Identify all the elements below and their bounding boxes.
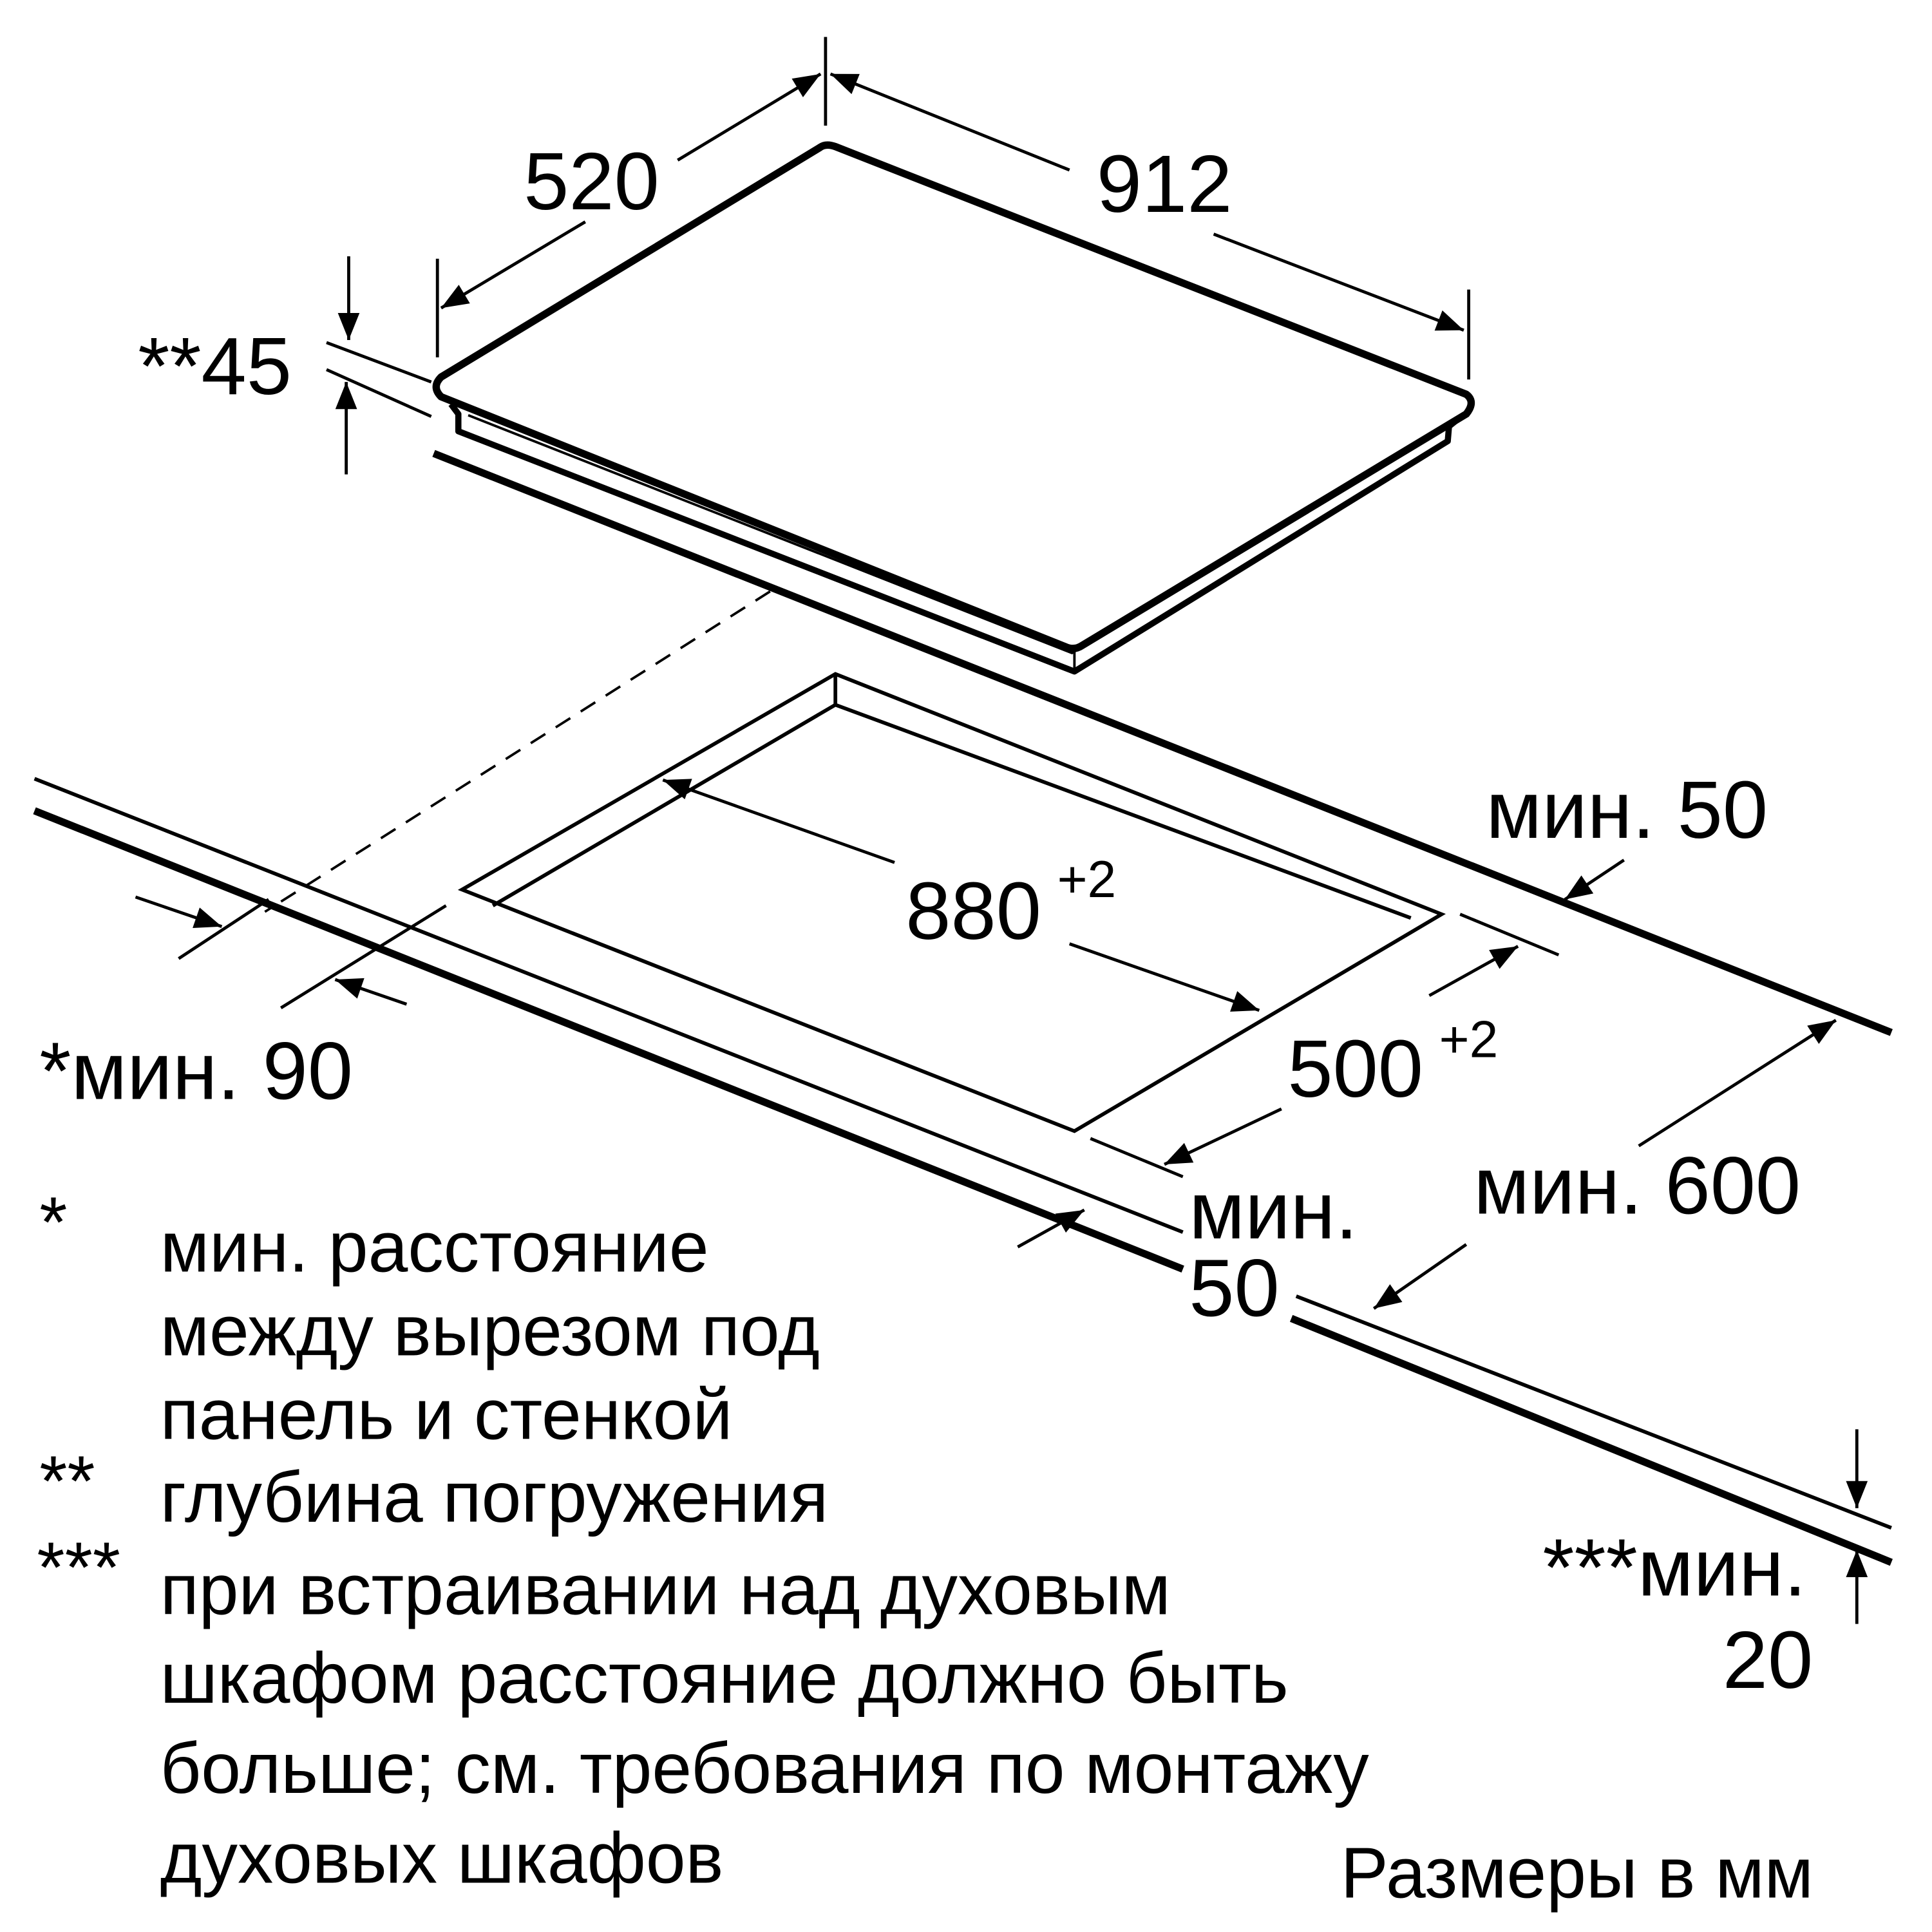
- legend-text: мин. расстояние: [160, 1207, 709, 1287]
- countertop-back-edge: [432, 450, 1893, 1036]
- legend-text: при встраивании над духовым: [160, 1549, 1171, 1629]
- dashed-guide: [264, 590, 771, 913]
- legend-text: между вырезом под: [160, 1291, 820, 1371]
- min-depth-label: мин. 600: [1473, 1141, 1801, 1231]
- legend-mark: **: [39, 1441, 95, 1521]
- hob-top-surface: [432, 141, 1475, 652]
- dimension-lines: [135, 37, 1868, 1624]
- cutout-depth-tolerance: +2: [1439, 1011, 1499, 1069]
- min-front-label: мин.: [1189, 1165, 1358, 1256]
- cutout-outer: [457, 672, 1446, 1133]
- legend-mark: ***: [37, 1528, 120, 1607]
- cutout-depth-label: 500: [1287, 1023, 1423, 1114]
- immersion-label: **45: [138, 321, 292, 412]
- cutout-width-label: 880: [905, 866, 1041, 956]
- legend-text: панель и стенкой: [160, 1375, 733, 1455]
- legend-mark: *: [39, 1182, 67, 1262]
- legend-text: больше; см. требования по монтажу: [160, 1728, 1370, 1808]
- width-label: 912: [1097, 138, 1233, 229]
- min-bottom-label: ***мин.: [1542, 1522, 1806, 1613]
- hob-lower-edge: [448, 402, 1464, 675]
- legend-text: шкафом расстояние должно быть: [160, 1638, 1289, 1718]
- min-back-label: мин. 50: [1486, 764, 1768, 855]
- countertop-drawing: [33, 590, 1893, 1566]
- legend: * мин. расстояние между вырезом под пане…: [37, 1182, 1369, 1898]
- min-side-label: *мин. 90: [39, 1026, 353, 1117]
- hob-drawing: [432, 141, 1893, 1036]
- units-note: Размеры в мм: [1341, 1833, 1814, 1913]
- legend-text: глубина погружения: [160, 1457, 829, 1537]
- min-bottom-value: 20: [1723, 1615, 1813, 1705]
- min-front-value: 50: [1189, 1242, 1279, 1333]
- depth-label: 520: [524, 136, 659, 227]
- cutout-width-tolerance: +2: [1057, 851, 1117, 909]
- legend-text: духовых шкафов: [160, 1818, 724, 1898]
